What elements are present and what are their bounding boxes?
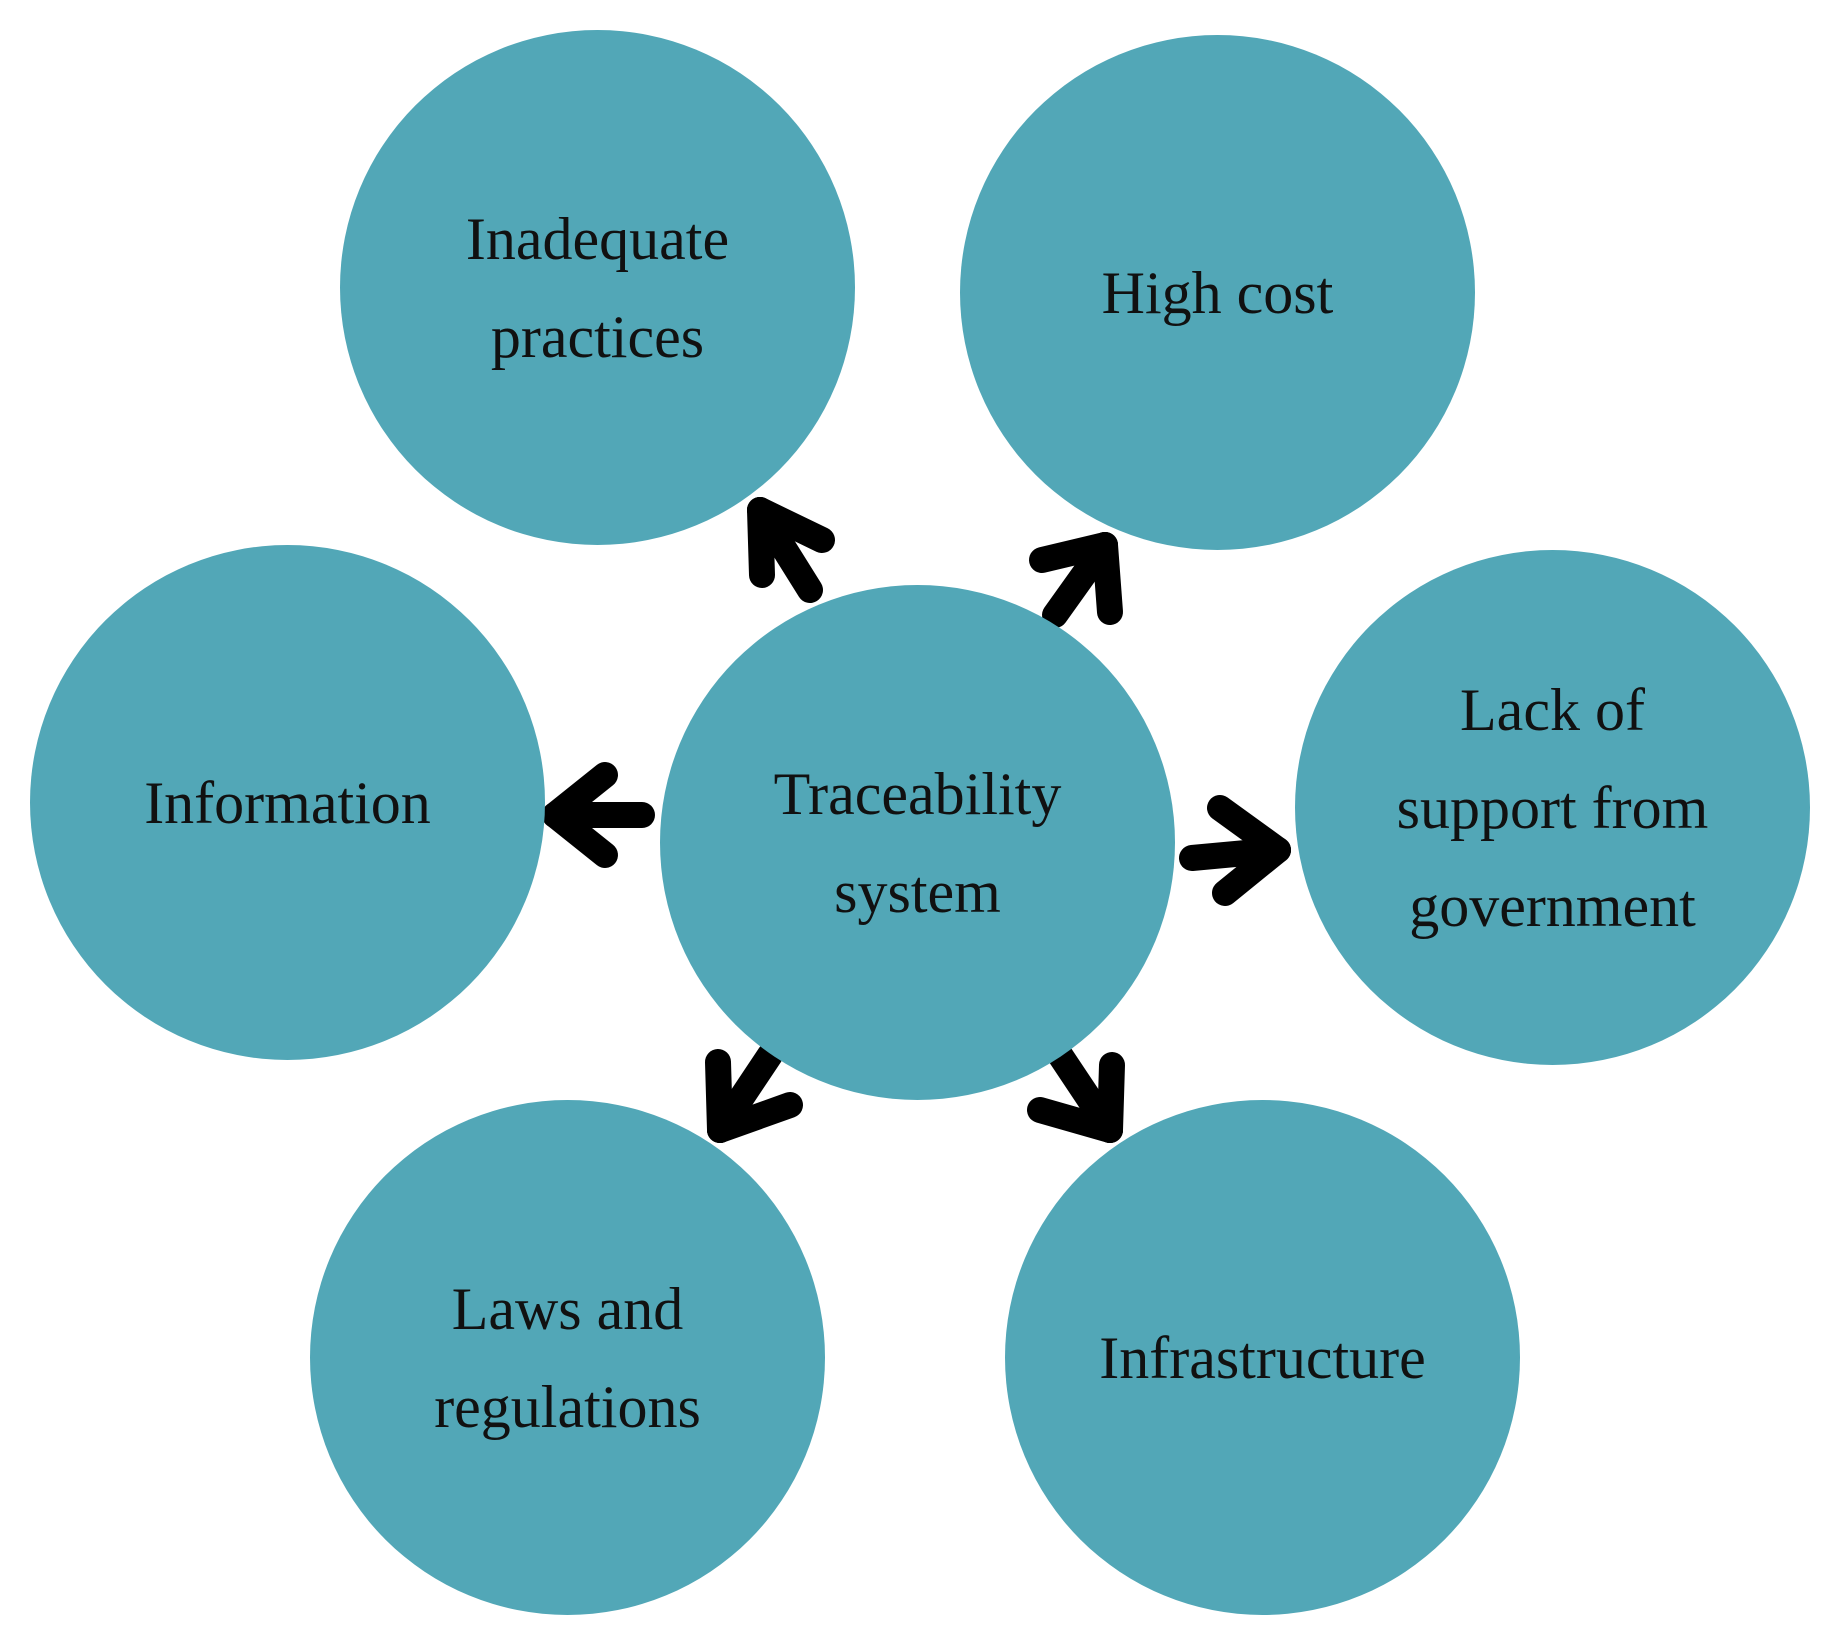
node-label-line: support from — [1396, 774, 1709, 841]
node-traceability-system: Traceability system — [660, 585, 1175, 1100]
arrow-to-infrastructure — [1027, 1042, 1125, 1143]
node-label-line: government — [1409, 872, 1696, 939]
node-label-line: practices — [490, 303, 705, 370]
arrow-to-laws-and-regulations — [705, 1042, 803, 1143]
node-high-cost: High cost — [960, 35, 1475, 550]
node-label-line: Inadequate — [465, 205, 730, 272]
arrow-to-inadequate-practices — [747, 497, 835, 603]
node-laws-and-regulations: Laws and regulations — [310, 1100, 825, 1615]
center-label-line: Traceability — [773, 760, 1062, 827]
center-label-line: system — [834, 858, 1001, 925]
node-infrastructure: Infrastructure — [1005, 1100, 1520, 1615]
arrow-to-high-cost — [1029, 532, 1123, 628]
node-label-line: Laws and — [451, 1275, 684, 1342]
arrow-to-information — [542, 762, 655, 868]
node-label-line: High cost — [1101, 259, 1334, 326]
node-label-line: Infrastructure — [1099, 1324, 1426, 1391]
node-label-line: regulations — [434, 1373, 701, 1440]
arrow-to-lack-of-support — [1179, 795, 1291, 906]
node-information: Information — [30, 545, 545, 1060]
node-inadequate-practices: Inadequate practices — [340, 30, 855, 545]
node-lack-of-support: Lack of support from government — [1295, 550, 1810, 1065]
node-label-line: Information — [144, 769, 431, 836]
node-label-line: Lack of — [1460, 676, 1645, 743]
